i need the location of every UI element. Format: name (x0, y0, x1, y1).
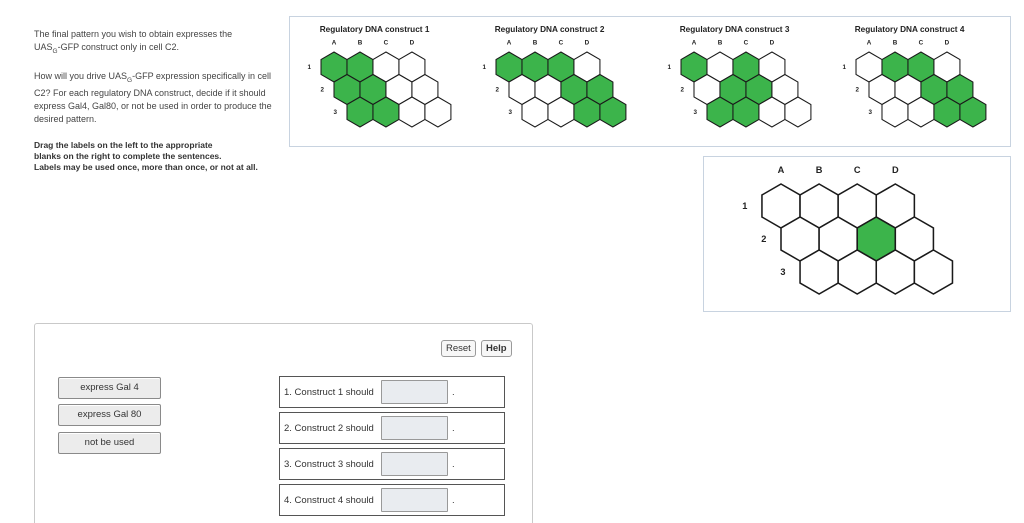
column-label: D (410, 40, 415, 47)
row-label: 3 (780, 267, 785, 277)
sentence-prefix: 1. Construct 1 should (284, 387, 374, 398)
row-label: 1 (742, 201, 747, 211)
column-label: B (358, 40, 363, 47)
sentence-suffix: . (452, 459, 455, 470)
sentence-construct-3: 3. Construct 3 should . (279, 448, 505, 480)
drop-blank-construct-1[interactable] (381, 380, 448, 404)
target-grid: A B C D 1 2 3 (742, 165, 954, 295)
construct-4-grid: Regulatory DNA construct 4 A B C D 1 2 3 (843, 25, 987, 128)
intro-text: The final pattern you wish to obtain exp… (34, 28, 284, 138)
sentence-suffix: . (452, 423, 455, 434)
column-label: C (744, 40, 749, 47)
construct-1-grid: Regulatory DNA construct 1 A B C D 1 2 3 (308, 25, 452, 128)
intro-paragraph-2: How will you drive UASG-GFP expression s… (34, 70, 272, 124)
column-label: C (384, 40, 389, 47)
row-label: 3 (694, 109, 698, 116)
construct-title: Regulatory DNA construct 2 (495, 25, 605, 34)
cell-D3 (913, 249, 954, 295)
construct-title: Regulatory DNA construct 3 (680, 25, 790, 34)
column-label: D (585, 40, 590, 47)
row-label: 2 (321, 87, 325, 94)
sentence-construct-2: 2. Construct 2 should . (279, 412, 505, 444)
column-label: A (867, 40, 872, 47)
help-button[interactable]: Help (481, 340, 512, 357)
cell-D3 (959, 96, 987, 128)
construct-2-grid: Regulatory DNA construct 2 A B C D 1 2 3 (483, 25, 627, 128)
column-label: A (507, 40, 512, 47)
cell-D3 (424, 96, 452, 128)
sentence-prefix: 2. Construct 2 should (284, 423, 374, 434)
column-label: A (332, 40, 337, 47)
sentence-suffix: . (452, 387, 455, 398)
label-express-gal4[interactable]: express Gal 4 (58, 377, 161, 399)
row-label: 2 (681, 87, 685, 94)
column-label: A (692, 40, 697, 47)
row-label: 2 (496, 87, 500, 94)
drop-blank-construct-4[interactable] (381, 488, 448, 512)
row-label: 3 (334, 109, 338, 116)
row-label: 1 (308, 64, 312, 71)
intro-paragraph-1: The final pattern you wish to obtain exp… (34, 29, 233, 55)
column-label: B (533, 40, 538, 47)
drag-instructions: Drag the labels on the left to the appro… (34, 140, 258, 172)
cell-D3 (599, 96, 627, 128)
sentence-prefix: 3. Construct 3 should (284, 459, 374, 470)
sentence-prefix: 4. Construct 4 should (284, 495, 374, 506)
drop-blank-construct-3[interactable] (381, 452, 448, 476)
row-label: 3 (509, 109, 513, 116)
sentence-construct-4: 4. Construct 4 should . (279, 484, 505, 516)
target-pattern-panel: A B C D 1 2 3 (703, 156, 1011, 312)
sentence-suffix: . (452, 495, 455, 506)
cell-D3 (784, 96, 812, 128)
row-label: 2 (761, 234, 766, 244)
row-label: 1 (483, 64, 487, 71)
construct-title: Regulatory DNA construct 4 (855, 25, 965, 34)
reset-button[interactable]: Reset (441, 340, 476, 357)
column-label: B (893, 40, 898, 47)
column-label: C (854, 165, 861, 175)
construct-title: Regulatory DNA construct 1 (320, 25, 430, 34)
column-label: D (892, 165, 899, 175)
target-pattern-figure: A B C D 1 2 3 (742, 165, 954, 295)
row-label: 1 (843, 64, 847, 71)
column-label: C (559, 40, 564, 47)
column-label: B (816, 165, 823, 175)
column-label: C (919, 40, 924, 47)
row-label: 3 (869, 109, 873, 116)
row-label: 1 (668, 64, 672, 71)
drop-blank-construct-2[interactable] (381, 416, 448, 440)
sentence-construct-1: 1. Construct 1 should . (279, 376, 505, 408)
construct-3-grid: Regulatory DNA construct 3 A B C D 1 2 3 (668, 25, 812, 128)
label-express-gal80[interactable]: express Gal 80 (58, 404, 161, 426)
label-not-be-used[interactable]: not be used (58, 432, 161, 454)
row-label: 2 (856, 87, 860, 94)
column-label: A (778, 165, 785, 175)
column-label: D (770, 40, 775, 47)
column-label: B (718, 40, 723, 47)
column-label: D (945, 40, 950, 47)
